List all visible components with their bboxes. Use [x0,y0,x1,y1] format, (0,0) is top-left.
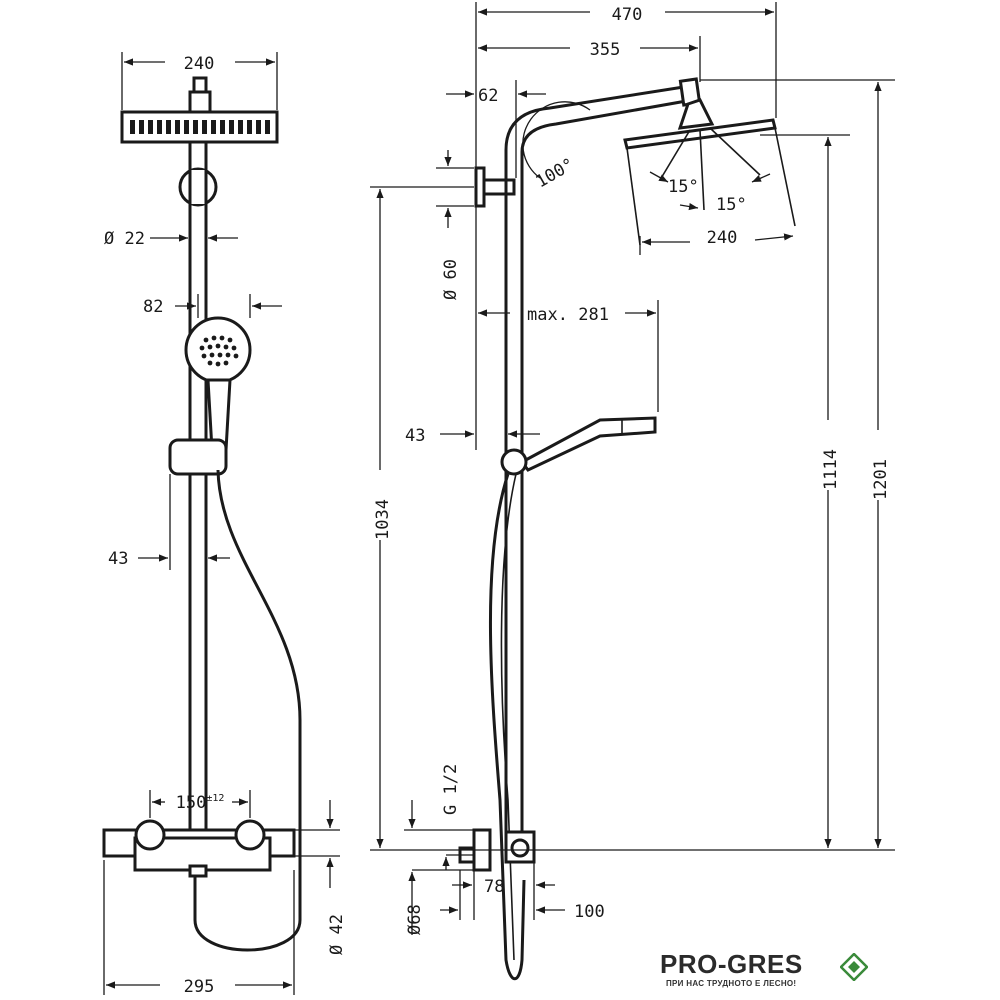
side-dim-arm-angle: 100° [533,155,578,193]
brand-logo-text: PRO-GRES [660,949,803,979]
side-dim-thread: G 1/2 [441,764,461,815]
brand-tagline: ПРИ НАС ТРУДНОТО Е ЛЕСНО! [666,979,797,988]
side-slider [500,448,528,476]
brand-logo: PRO-GRES ПРИ НАС ТРУДНОТО Е ЛЕСНО! [660,947,890,995]
front-dim-mixer-tolerance: ±12 [206,793,224,804]
side-dim-height-to-flange: 1034 [373,499,393,540]
front-dim-pipe-diameter: Ø 22 [104,229,145,249]
side-dim-overall-width: 470 [612,5,643,25]
front-dim-mixer-width: 295 [184,977,215,997]
front-dim-handshower-offset: 82 [143,297,163,317]
front-slider [168,438,228,476]
side-dim-height-to-head: 1114 [821,449,841,490]
side-dim-connection-offset: 78 [484,877,504,897]
side-hand-shower [519,416,657,472]
side-dim-spray-angle-right: 15° [716,195,747,215]
front-riser-pipe [188,140,208,844]
side-dim-overall-height: 1201 [871,459,891,500]
front-view: 240 Ø 22 82 43 150±12 Ø 42 295 [102,52,347,997]
front-dim-head-width: 240 [184,54,215,74]
front-dim-slider-offset: 43 [108,549,128,569]
front-hand-shower [184,316,252,452]
side-hose [488,473,526,981]
front-hose [193,469,302,952]
front-overhead-shower [120,76,279,144]
side-dim-connection-diameter: Ø68 [405,904,425,935]
side-dim-wall-offset: 62 [478,86,498,106]
side-view: 470 355 62 100° 15° 15° 240 Ø 60 max. 28… [370,2,895,981]
front-wall-bracket [178,167,218,207]
side-dim-head-width: 240 [707,228,738,248]
side-dim-handshower-reach: max. 281 [527,305,609,325]
side-dim-arm-length: 355 [590,40,621,60]
side-riser-pipe [504,84,691,842]
side-overhead-shower [623,98,796,246]
front-thermostat-mixer [102,819,296,878]
front-dim-mixer-depth: Ø 42 [327,914,347,955]
side-dim-flange-diameter: Ø 60 [441,259,461,300]
front-dim-mixer-spacing: 150±12 [176,793,225,813]
side-dim-slider-offset: 43 [405,426,425,446]
diamond-logo-icon [840,953,868,981]
side-dim-spray-angle-left: 15° [668,177,699,197]
side-dim-mixer-projection: 100 [574,902,605,922]
